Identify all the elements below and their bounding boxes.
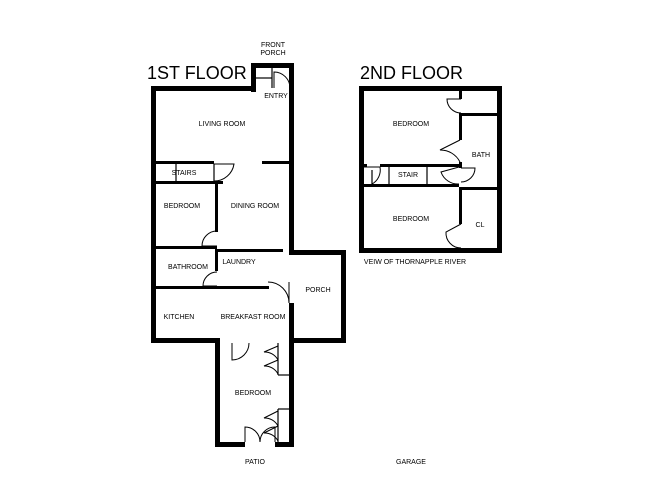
bedroom-label-first-floor: BEDROOM <box>164 203 200 210</box>
garage-label: GARAGE <box>396 459 426 466</box>
bath-label: BATH <box>472 152 490 159</box>
laundry-label: LAUNDRY <box>222 259 256 266</box>
kitchen-label: KITCHEN <box>164 314 195 321</box>
first-floor-title: 1ST FLOOR <box>147 63 247 83</box>
porch-label: PORCH <box>305 287 330 294</box>
dining-room-label: DINING ROOM <box>231 203 279 210</box>
closet-label: CL <box>476 222 485 229</box>
bedroom-label-upstairs-b: BEDROOM <box>393 216 429 223</box>
bedroom-label-rear: BEDROOM <box>235 390 271 397</box>
patio-label: PATIO <box>245 459 266 466</box>
stairs-label: STAIRS <box>172 170 197 177</box>
front-porch-label-line2: PORCH <box>260 50 285 57</box>
second-floor-plan: BEDROOM BATH STAIR BEDROOM CL VEIW OF TH… <box>359 86 502 466</box>
second-floor-title: 2ND FLOOR <box>360 63 463 83</box>
living-room-label: LIVING ROOM <box>199 121 246 128</box>
breakfast-room-label: BREAKFAST ROOM <box>221 314 286 321</box>
bathroom-label: BATHROOM <box>168 264 208 271</box>
river-view-note: VEIW OF THORNAPPLE RIVER <box>364 259 466 266</box>
entry-label: ENTRY <box>264 93 288 100</box>
front-porch-label-line1: FRONT <box>261 42 286 49</box>
stair-label: STAIR <box>398 172 418 179</box>
front-porch-wall <box>251 63 294 92</box>
bedroom-label-upstairs-a: BEDROOM <box>393 121 429 128</box>
first-floor-plan: FRONT PORCH ENTRY LIVING ROOM STAIRS BED… <box>151 42 346 466</box>
